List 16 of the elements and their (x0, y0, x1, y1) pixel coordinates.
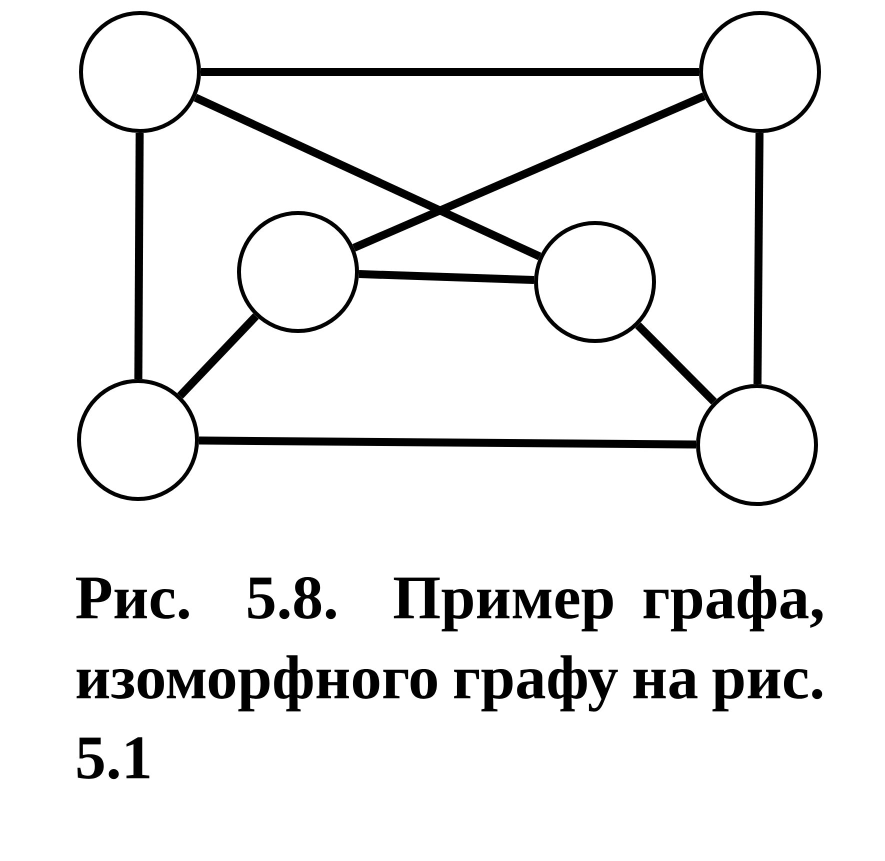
figure-caption: Рис. 5.8. Пример графа, изоморфного графу на рис. 5.1 (76, 575, 823, 780)
graph-vertex (534, 221, 656, 343)
graph-edge (201, 68, 700, 76)
graph-vertex (696, 384, 818, 506)
graph-edge (134, 132, 144, 380)
graph-vertex (699, 11, 821, 133)
graph-vertex (77, 379, 199, 501)
graph-edge (635, 322, 717, 405)
graph-edge (352, 92, 706, 252)
graph-edge (358, 270, 534, 284)
graph-edge (198, 436, 696, 449)
graph-edge (194, 94, 542, 260)
graph-vertex (237, 211, 359, 333)
graph-vertex (79, 11, 201, 133)
graph-edge (177, 313, 259, 399)
graph-edge (754, 132, 764, 384)
